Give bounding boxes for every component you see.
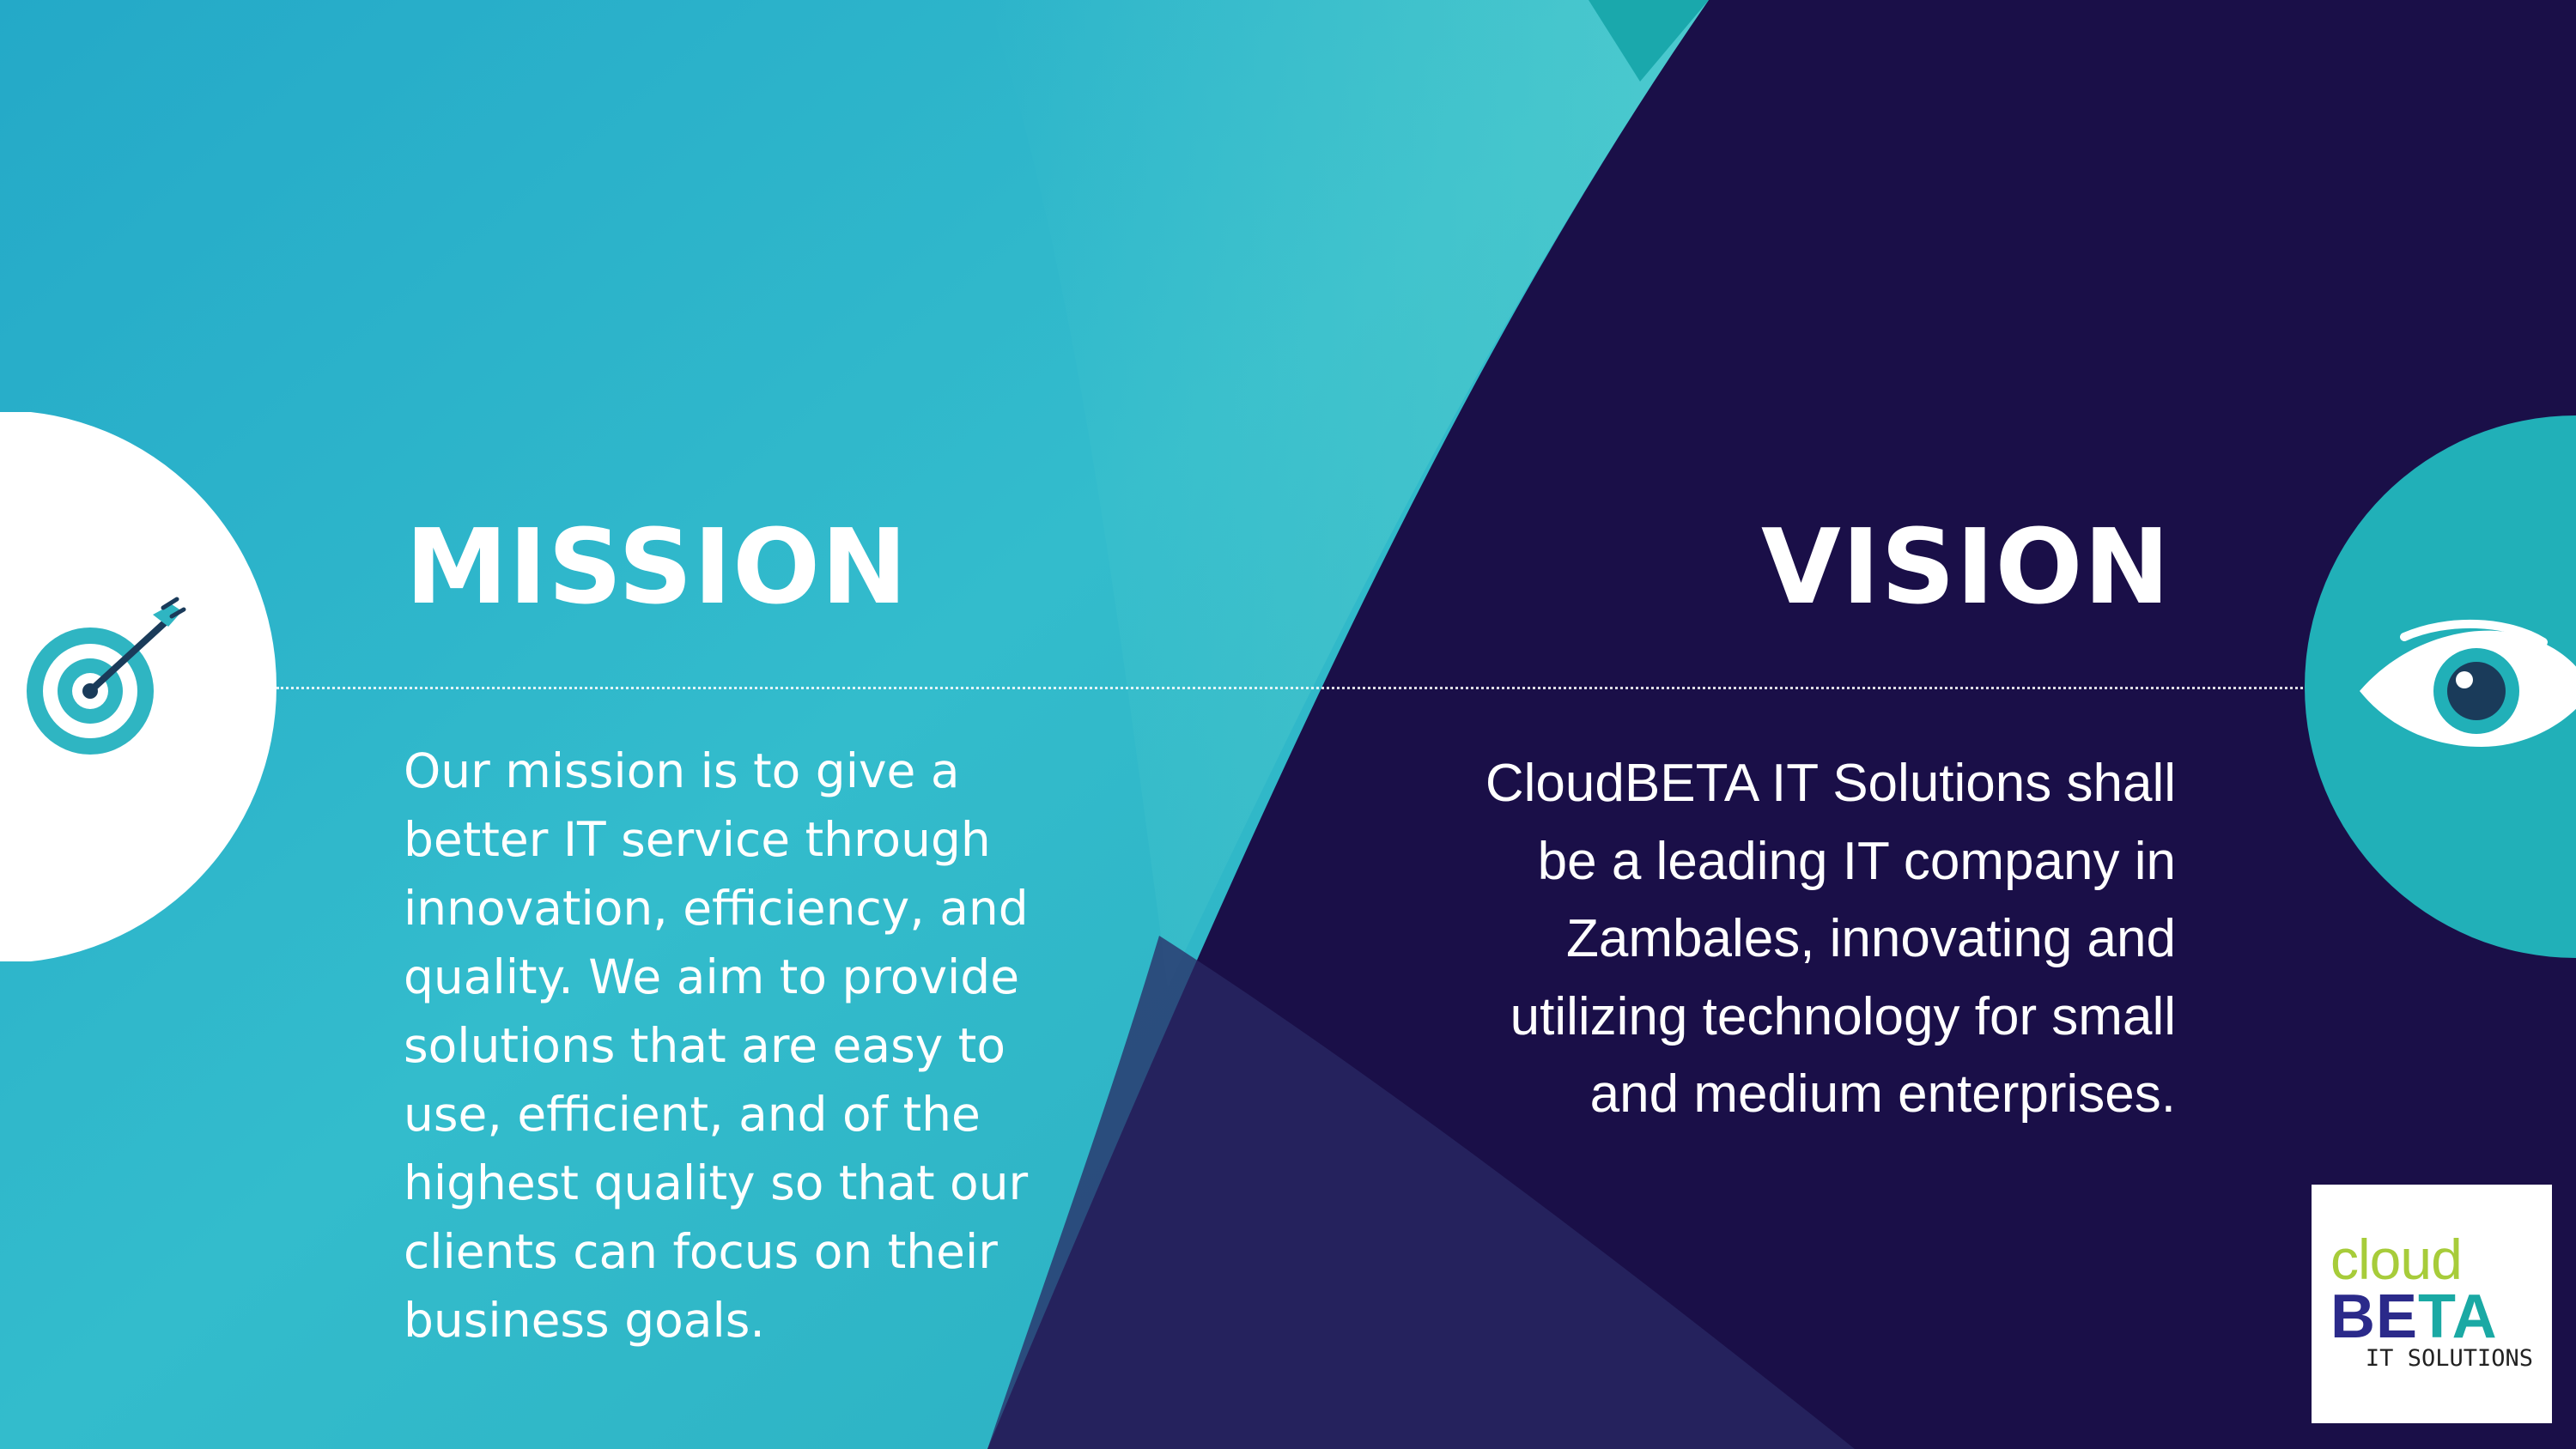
logo-beta-part-1: BE [2330, 1282, 2419, 1351]
vision-title: VISION [1760, 508, 2171, 627]
mission-statement: Our mission is to give a better IT servi… [404, 743, 1029, 1348]
logo-subtitle: IT SOLUTIONS [2365, 1345, 2533, 1372]
vision-statement: CloudBETA IT Solutions shall be a leadin… [1485, 754, 2176, 1124]
logo-cloud-text: cloud [2330, 1228, 2463, 1291]
logo-beta-text: BETA [2330, 1286, 2498, 1348]
logo-beta-part-2: TA [2418, 1282, 2498, 1351]
company-logo: cloud BETA IT SOLUTIONS [2312, 1185, 2552, 1423]
target-icon [0, 412, 276, 961]
eye-icon [2305, 415, 2576, 958]
dotted-divider [276, 687, 2303, 689]
mission-title: MISSION [405, 508, 908, 627]
